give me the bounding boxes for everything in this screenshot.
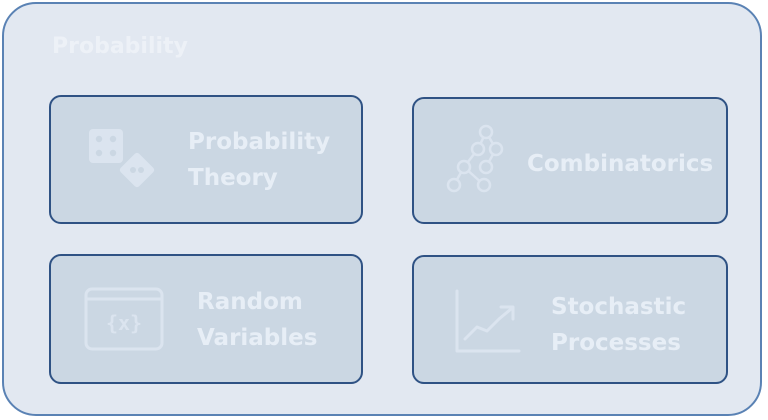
card-probability-theory[interactable]: Probability Theory [49,95,363,224]
card-label: Random Variables [197,284,317,356]
probability-frame: Probability Probability Theory [2,2,762,416]
card-label-line1: Stochastic [551,294,687,320]
card-random-variables[interactable]: {x} Random Variables [49,254,363,384]
frame-title: Probability [52,34,188,59]
variable-function-icon: {x} [84,286,164,352]
card-label-line1: Combinatorics [527,151,714,177]
trend-chart-icon [453,289,523,355]
card-label-line1: Probability [188,129,331,155]
card-label: Combinatorics [527,146,713,182]
card-stochastic-processes[interactable]: Stochastic Processes [412,255,728,384]
tree-graph-icon [442,123,512,199]
card-combinatorics[interactable]: Combinatorics [412,97,728,224]
card-label-line2: Theory [188,165,278,191]
card-label: Stochastic Processes [551,289,686,361]
svg-text:{x}: {x} [106,311,142,335]
card-label-line2: Processes [551,330,681,356]
card-label-line2: Variables [197,325,318,351]
dice-icon [87,127,167,197]
card-label-line1: Random [197,289,303,315]
card-label: Probability Theory [188,124,330,196]
